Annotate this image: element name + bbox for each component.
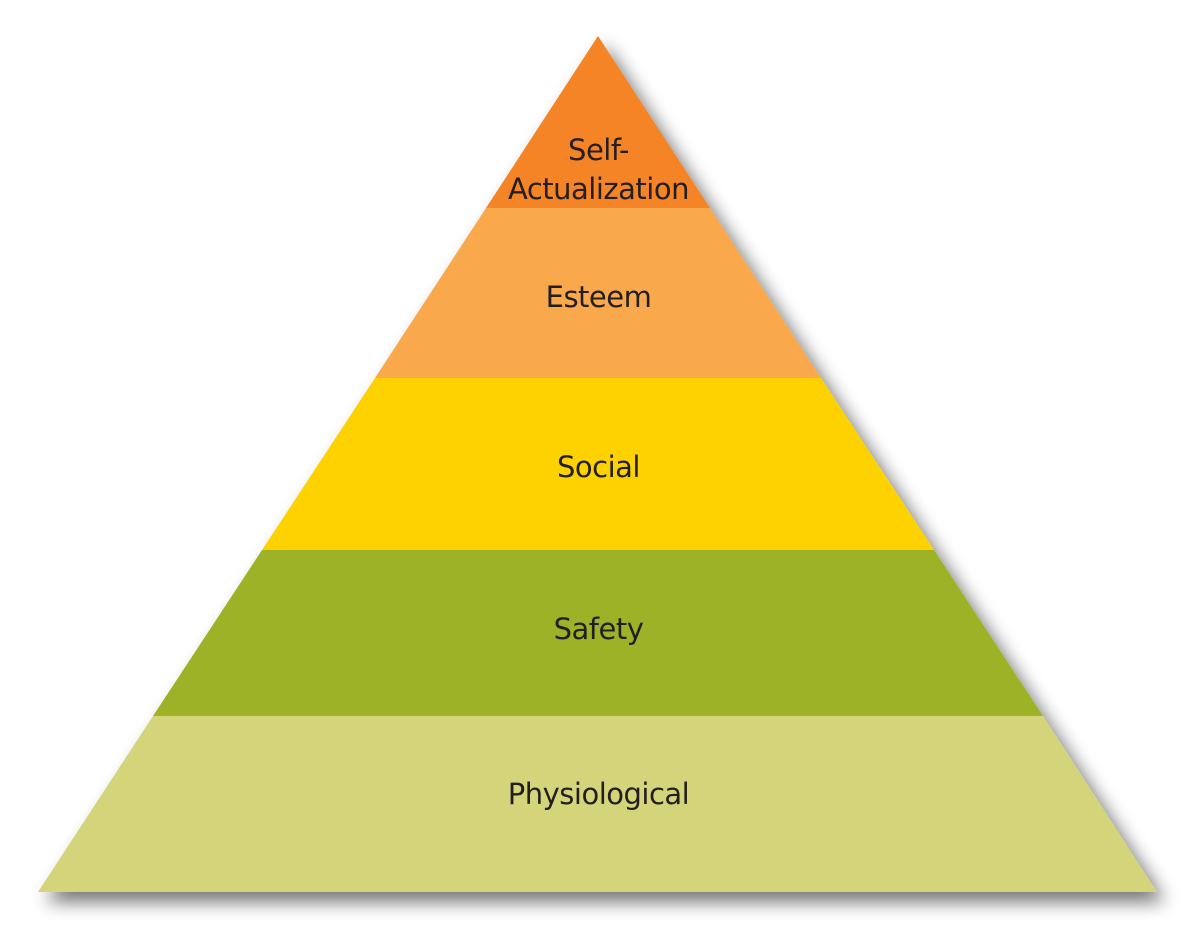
label-social: Social: [557, 450, 640, 484]
level-esteem: [375, 208, 821, 378]
level-safety: [153, 550, 1043, 716]
level-self-actualization: [486, 36, 710, 208]
label-self-actualization-line2: Actualization: [508, 172, 689, 206]
label-esteem: Esteem: [545, 280, 652, 314]
level-social: [262, 378, 934, 550]
label-safety: Safety: [553, 612, 644, 646]
level-physiological: [38, 716, 1157, 892]
label-physiological: Physiological: [507, 777, 690, 811]
label-self-actualization-line1: Self-: [568, 133, 629, 167]
